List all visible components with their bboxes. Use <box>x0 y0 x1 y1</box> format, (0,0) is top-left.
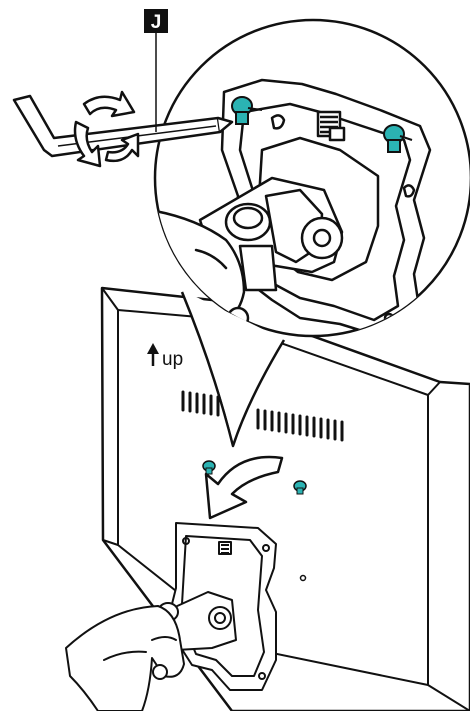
tool-badge: J <box>144 9 168 33</box>
tool-badge-letter: J <box>151 12 162 33</box>
hand-icon <box>66 606 184 711</box>
up-label: up <box>162 349 183 370</box>
